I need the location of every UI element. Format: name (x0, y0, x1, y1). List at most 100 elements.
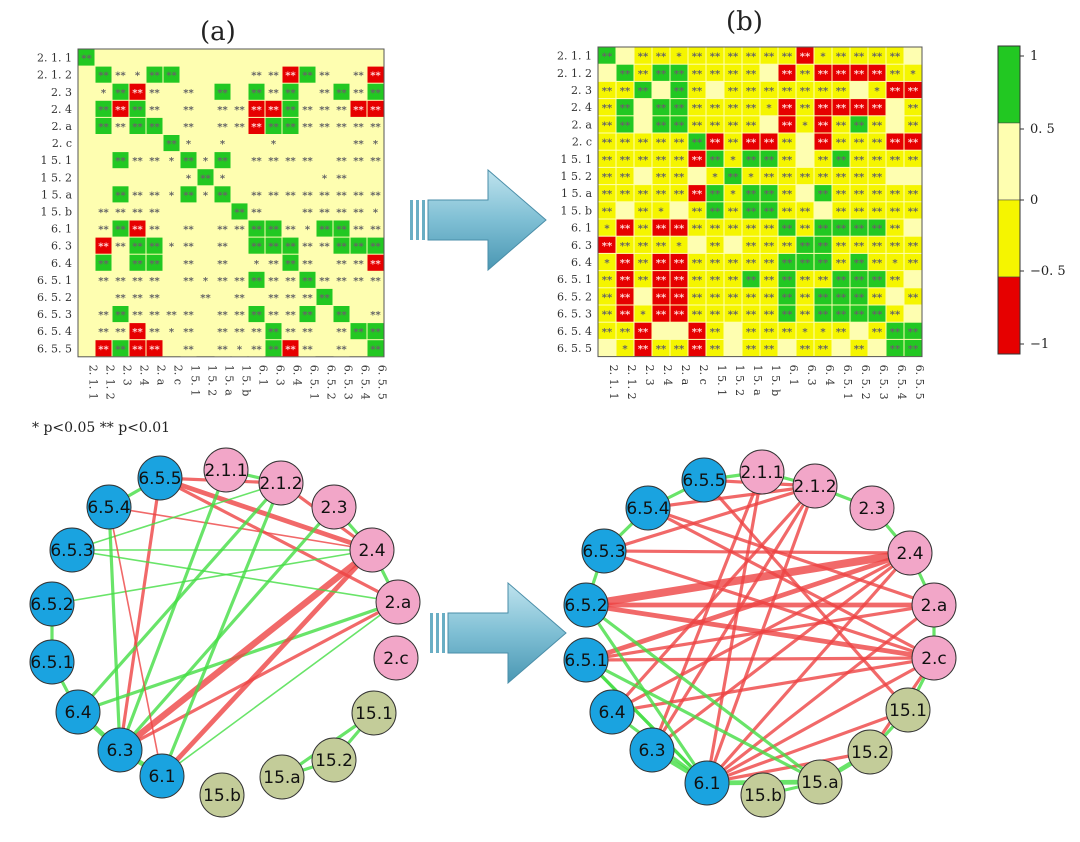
heatmap-cell (634, 202, 652, 219)
heatmap-cell (598, 47, 616, 64)
column-label: 1 5. 1 (715, 365, 728, 397)
cell-significance: ** (183, 122, 194, 133)
cell-significance: ** (836, 155, 847, 166)
cell-significance: ** (370, 225, 381, 236)
cell-significance: ** (336, 259, 347, 270)
heatmap-cell (333, 306, 350, 323)
cell-significance: ** (818, 189, 829, 200)
cell-significance: ** (710, 138, 721, 149)
heatmap-cell (706, 133, 724, 150)
transition-arrow-top (410, 168, 547, 272)
cell-significance: ** (132, 105, 143, 116)
cell-significance: ** (872, 155, 883, 166)
heatmap-cell (832, 271, 850, 288)
heatmap-cell (670, 133, 688, 150)
heatmap-cell (316, 271, 333, 288)
cell-significance: ** (602, 206, 613, 217)
heatmap-cell (652, 339, 670, 357)
cell-significance: * (802, 120, 808, 131)
cell-significance: ** (800, 69, 811, 80)
heatmap-cell (180, 100, 197, 117)
cell-significance: ** (285, 190, 296, 201)
cell-significance: ** (710, 189, 721, 200)
heatmap-cell (146, 323, 163, 340)
column-label: 6. 5. 3 (877, 365, 890, 400)
cell-significance: ** (98, 71, 109, 82)
cell-significance: ** (764, 344, 775, 355)
heatmap-cell (248, 152, 265, 169)
heatmap-cell (78, 49, 95, 66)
cell-significance: ** (818, 310, 829, 321)
heatmap-cell (778, 116, 796, 133)
cell-significance: * (820, 52, 826, 63)
heatmap-cell (350, 83, 367, 100)
heatmap-cell (706, 116, 724, 133)
heatmap-cell (616, 167, 634, 185)
cell-significance: ** (746, 327, 757, 338)
cell-significance: * (373, 207, 379, 218)
cell-significance: ** (353, 207, 364, 218)
heatmap-cell (760, 150, 778, 167)
cell-significance: ** (302, 105, 313, 116)
cell-significance: ** (268, 156, 279, 167)
heatmap-cell (367, 152, 384, 169)
cell-significance: ** (620, 224, 631, 235)
cell-significance: ** (818, 69, 829, 80)
heatmap-cell (688, 322, 706, 339)
cell-significance: ** (336, 276, 347, 287)
cell-significance: ** (319, 242, 330, 253)
heatmap-cell (670, 305, 688, 322)
cell-significance: ** (268, 225, 279, 236)
network-node-label: 15.2 (851, 743, 889, 763)
heatmap-cell (180, 271, 197, 288)
cell-significance: ** (98, 344, 109, 355)
column-label: 1 5. 2 (733, 365, 746, 397)
column-label: 2. c (172, 365, 185, 385)
column-label: 1 5. a (751, 365, 764, 396)
network-edge (76, 481, 283, 714)
heatmap-cell (652, 47, 670, 64)
heatmap-cell (112, 340, 129, 357)
heatmap-cell (904, 185, 922, 202)
heatmap-cell (832, 322, 850, 339)
heatmap-cell (634, 81, 652, 99)
cell-significance: ** (285, 105, 296, 116)
cell-significance: ** (98, 242, 109, 253)
cell-significance: ** (620, 172, 631, 183)
cell-significance: * (169, 242, 175, 253)
network-node (97, 727, 143, 773)
heatmap-cell (652, 202, 670, 219)
column-label: 6. 5. 4 (895, 365, 908, 400)
cell-significance: ** (268, 88, 279, 99)
cell-significance: ** (638, 86, 649, 97)
cell-significance: ** (890, 69, 901, 80)
heatmap-cell (814, 219, 832, 236)
cell-significance: ** (908, 327, 919, 338)
cell-significance: ** (183, 242, 194, 253)
row-label: 6. 1 (571, 222, 592, 235)
heatmap-cell (814, 47, 832, 64)
heatmap-cell (616, 339, 634, 357)
heatmap-cell (706, 64, 724, 81)
network-node (55, 689, 101, 735)
cell-significance: ** (854, 155, 865, 166)
cell-significance: ** (251, 105, 262, 116)
heatmap-cell (850, 47, 868, 64)
cell-significance: ** (710, 155, 721, 166)
heatmap-cell (367, 66, 384, 83)
heatmap-cell (299, 66, 316, 83)
heatmap-cell (814, 288, 832, 305)
heatmap-cell (904, 116, 922, 133)
heatmap-cell (367, 100, 384, 117)
cell-significance: ** (692, 69, 703, 80)
heatmap-cell (850, 64, 868, 81)
cell-significance: ** (908, 103, 919, 114)
cell-significance: ** (285, 242, 296, 253)
heatmap-cell (350, 135, 367, 152)
cell-significance: ** (336, 173, 347, 184)
heatmap-cell (724, 202, 742, 219)
heatmap-cell (265, 340, 282, 357)
heatmap-cell (670, 219, 688, 236)
cell-significance: ** (782, 327, 793, 338)
heatmap-cell (95, 254, 112, 271)
